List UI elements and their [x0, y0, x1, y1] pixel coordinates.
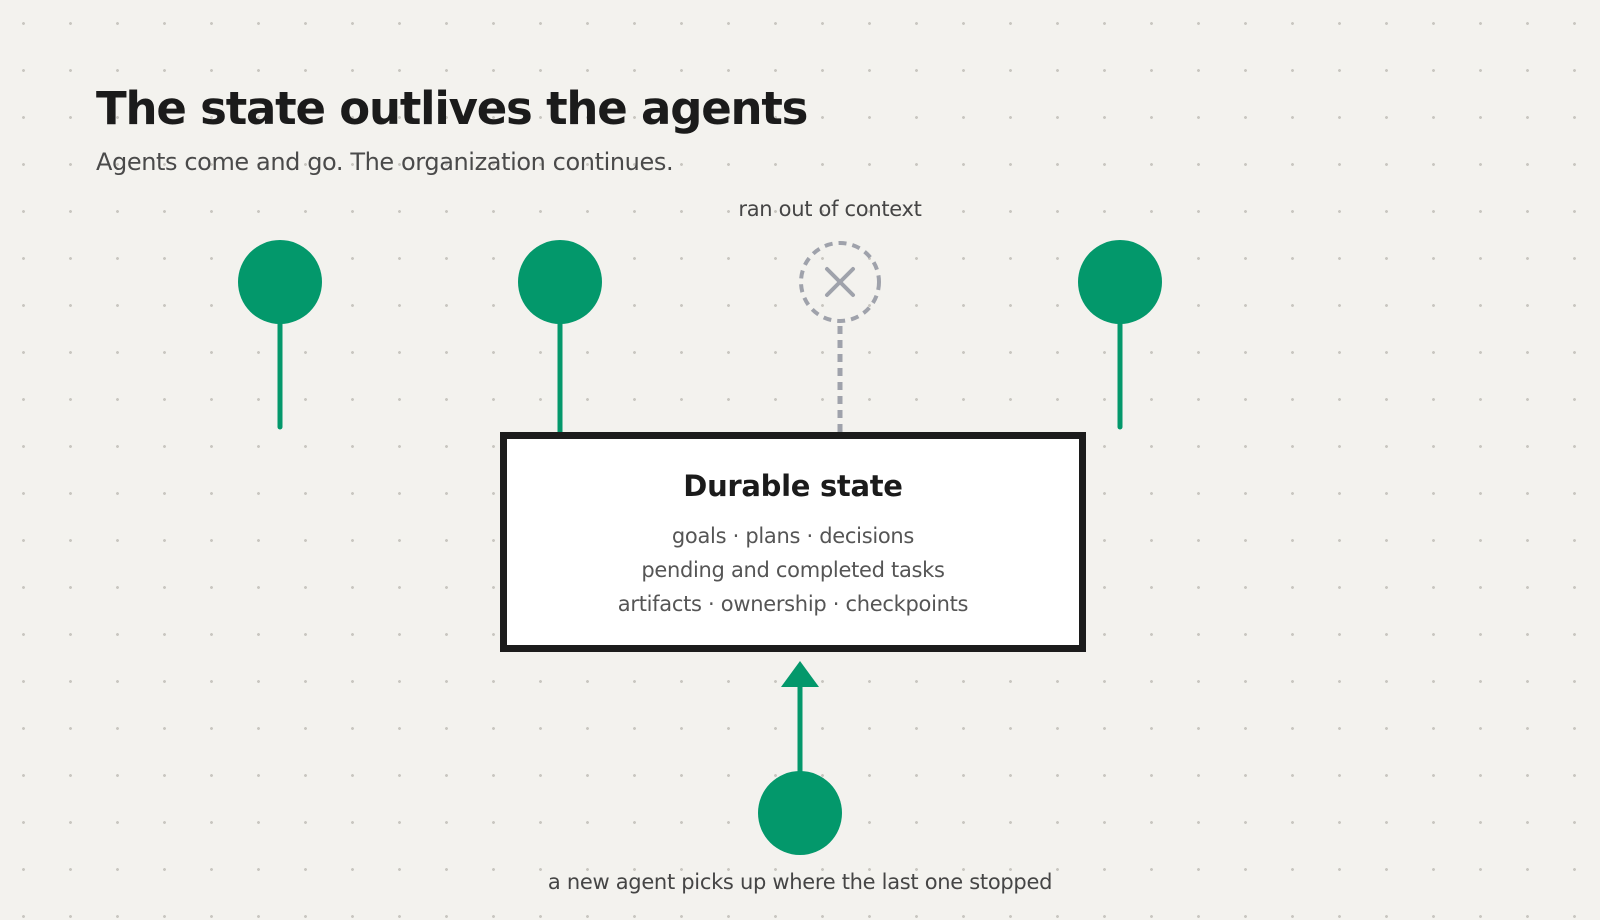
ended-agent-label: ran out of context [738, 197, 922, 221]
new-agent-label: a new agent picks up where the last one … [547, 870, 1053, 894]
durable-state-line: goals · plans · decisions [671, 524, 915, 548]
agent-node-3-ended [799, 241, 881, 432]
durable-state-line: pending and completed tasks [641, 558, 945, 582]
page-title: The state outlives the agents [96, 82, 808, 135]
agent-circle-4 [1078, 240, 1162, 324]
agent-circle-1 [238, 240, 322, 324]
agent-node-1 [238, 240, 322, 430]
agent-node-2 [518, 240, 602, 435]
agent-node-4 [1078, 240, 1162, 430]
new-agent-node [758, 661, 842, 855]
durable-state-title: Durable state [683, 469, 903, 503]
arrow-up-icon [781, 661, 819, 687]
agent-circle-3-ended [799, 241, 881, 323]
page-subtitle: Agents come and go. The organization con… [96, 148, 674, 176]
agent-circle-2 [518, 240, 602, 324]
durable-state-box: Durable state goals · plans · decisions … [500, 432, 1086, 652]
new-agent-circle [758, 771, 842, 855]
close-x-icon [825, 267, 855, 297]
durable-state-items: goals · plans · decisions pending and co… [507, 519, 1079, 621]
durable-state-line: artifacts · ownership · checkpoints [617, 592, 969, 616]
